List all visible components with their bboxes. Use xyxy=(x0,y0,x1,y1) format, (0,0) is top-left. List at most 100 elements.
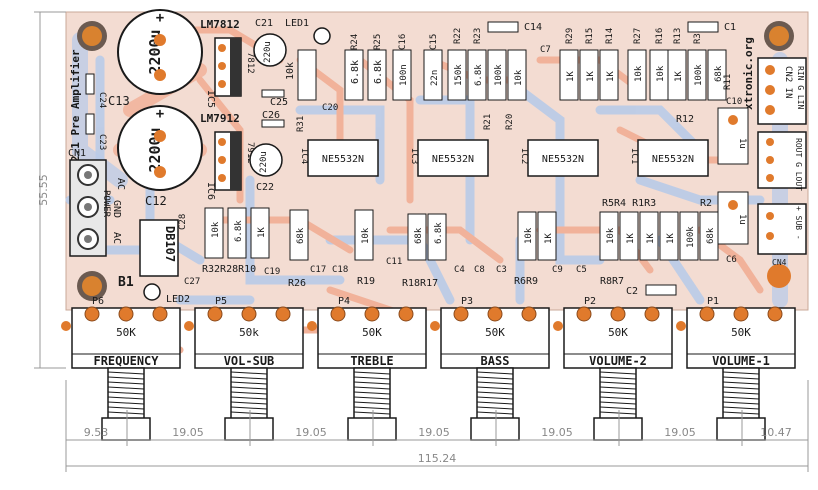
r30-label: R30 xyxy=(693,28,703,44)
c28-label: C28 xyxy=(178,214,188,230)
spacing-dimension-1: 19.05 xyxy=(172,426,204,439)
r6-value: 10k xyxy=(524,227,534,244)
b1-label: B1 xyxy=(118,275,134,290)
c12-label: C12 xyxy=(145,194,167,208)
power-label: POWER xyxy=(101,190,111,218)
r23-value: 6.8k xyxy=(474,64,484,86)
r25-value: 6.8k xyxy=(373,60,384,84)
r17-value: 6.8k xyxy=(434,222,444,244)
r13-label: R13 xyxy=(673,28,683,44)
r31-label: R31 xyxy=(296,116,306,132)
pot-ref: P4 xyxy=(338,296,350,307)
c8-label: C8 xyxy=(474,265,485,275)
c20-label: C20 xyxy=(322,103,338,113)
r28-value: 6.8k xyxy=(234,220,244,242)
r2-label: R2 xyxy=(700,198,712,209)
r30-value: 100k xyxy=(694,64,704,86)
r24-label: R24 xyxy=(350,34,360,50)
reg-7912-text: 7912 xyxy=(245,142,255,164)
r19-label: R19 xyxy=(357,276,375,287)
r23-label: R23 xyxy=(473,28,483,44)
top-resistor-row: 10k R31 6.8k R24 6.8k R25 100n C16 22n C… xyxy=(285,28,733,132)
mounting-holes xyxy=(77,21,794,301)
r18-value: 68k xyxy=(414,227,424,244)
r15-label: R15 xyxy=(585,28,595,44)
pot-ref: P6 xyxy=(92,296,104,307)
pot-ref: P2 xyxy=(584,296,596,307)
pot-value: 50K xyxy=(362,326,382,339)
r24-value: 6.8k xyxy=(350,60,361,84)
r32-value: 10k xyxy=(211,221,221,238)
led2-label: LED2 xyxy=(166,294,190,305)
c14-label: C14 xyxy=(524,22,542,33)
svg-text:+: + xyxy=(156,10,164,26)
cn1-label: CN1 xyxy=(68,148,86,159)
c15-label: C15 xyxy=(429,34,439,50)
connector-cn4 xyxy=(757,203,807,255)
capacitor-c12: 2200u + xyxy=(117,105,203,191)
ic2-chip xyxy=(527,139,599,177)
ic1-chip xyxy=(637,139,709,177)
ic2-label: IC2 xyxy=(519,148,529,164)
r13-value: 1K xyxy=(674,71,684,82)
pot-value: 50K xyxy=(608,326,628,339)
spacing-dimension-0: 9.53 xyxy=(84,426,109,439)
c5-label: C5 xyxy=(576,265,587,275)
spacing-dimension-4: 19.05 xyxy=(541,426,573,439)
potentiometer-row: P650KFREQUENCYP550kVOL-SUBP450KTREBLEP35… xyxy=(61,296,796,441)
r32r28r10-label: R32R28R10 xyxy=(202,264,256,275)
r15-value: 1K xyxy=(586,71,596,82)
cn4-pins: + SUB - xyxy=(794,206,803,240)
r1-value: 1K xyxy=(646,233,656,244)
mounting-hole-bottom-right xyxy=(767,264,791,288)
pot-label: VOLUME-1 xyxy=(712,354,770,368)
ic2-part: NE5532N xyxy=(542,154,584,165)
r5-value: 10k xyxy=(606,227,616,244)
c6-value: 1u xyxy=(737,214,747,225)
r19-value: 10k xyxy=(361,227,371,244)
ic3-part: NE5532N xyxy=(432,154,474,165)
c10-value: 1u xyxy=(737,138,747,149)
c25-label: C25 xyxy=(270,97,288,108)
c6-label: C6 xyxy=(726,255,737,265)
pot-ref: P3 xyxy=(461,296,473,307)
board-title: 2.1 Pre Amplifier xyxy=(69,49,82,162)
c21-value: 220u xyxy=(263,41,273,63)
r21-label: R21 xyxy=(483,114,493,130)
r4-value: 1K xyxy=(626,233,636,244)
cn3-label: ROUT G LOUT xyxy=(794,138,803,191)
r22-label: R22 xyxy=(453,28,463,44)
ic3-label: IC3 xyxy=(409,148,419,164)
c18-label: C18 xyxy=(332,265,348,275)
bottom-resistor-row: 10k 6.8k 1K 68k 10k 68k 6.8k 10k 1K 10k … xyxy=(204,207,719,261)
r20-label: R20 xyxy=(505,114,515,130)
pot-label: VOLUME-2 xyxy=(589,354,647,368)
r16-value: 10k xyxy=(656,65,666,82)
r2a-value: 100k xyxy=(686,226,696,248)
c2-label: C2 xyxy=(626,286,638,297)
spacing-dimension-5: 19.05 xyxy=(664,426,696,439)
r2-value: 68k xyxy=(706,227,716,244)
capacitor-c21 xyxy=(253,33,287,67)
pot-value: 50K xyxy=(116,326,136,339)
ic1-label: IC1 xyxy=(629,148,639,164)
pot-label: FREQUENCY xyxy=(93,354,159,368)
r27-value: 10k xyxy=(634,65,644,82)
width-dimension: 115.24 xyxy=(418,452,457,465)
pot-label: BASS xyxy=(481,354,510,368)
pot-value: 50k xyxy=(239,326,259,339)
pot-label: TREBLE xyxy=(350,354,393,368)
r6r9-label: R6R9 xyxy=(514,276,538,287)
c26-label: C26 xyxy=(262,110,280,121)
r5r4r1r3-label: R5R4 R1R3 xyxy=(602,198,656,209)
r16-label: R16 xyxy=(655,28,665,44)
r31-value: 10k xyxy=(285,62,296,80)
ic4-chip xyxy=(307,139,379,177)
cn2-label: CN2 IN xyxy=(783,66,793,99)
website-text: xtronic.org xyxy=(742,37,755,110)
r26-value: 68k xyxy=(296,227,306,244)
cn4-label: CN4 xyxy=(772,258,787,267)
r27-label: R27 xyxy=(633,28,643,44)
lm7912-label: LM7912 xyxy=(200,112,240,125)
